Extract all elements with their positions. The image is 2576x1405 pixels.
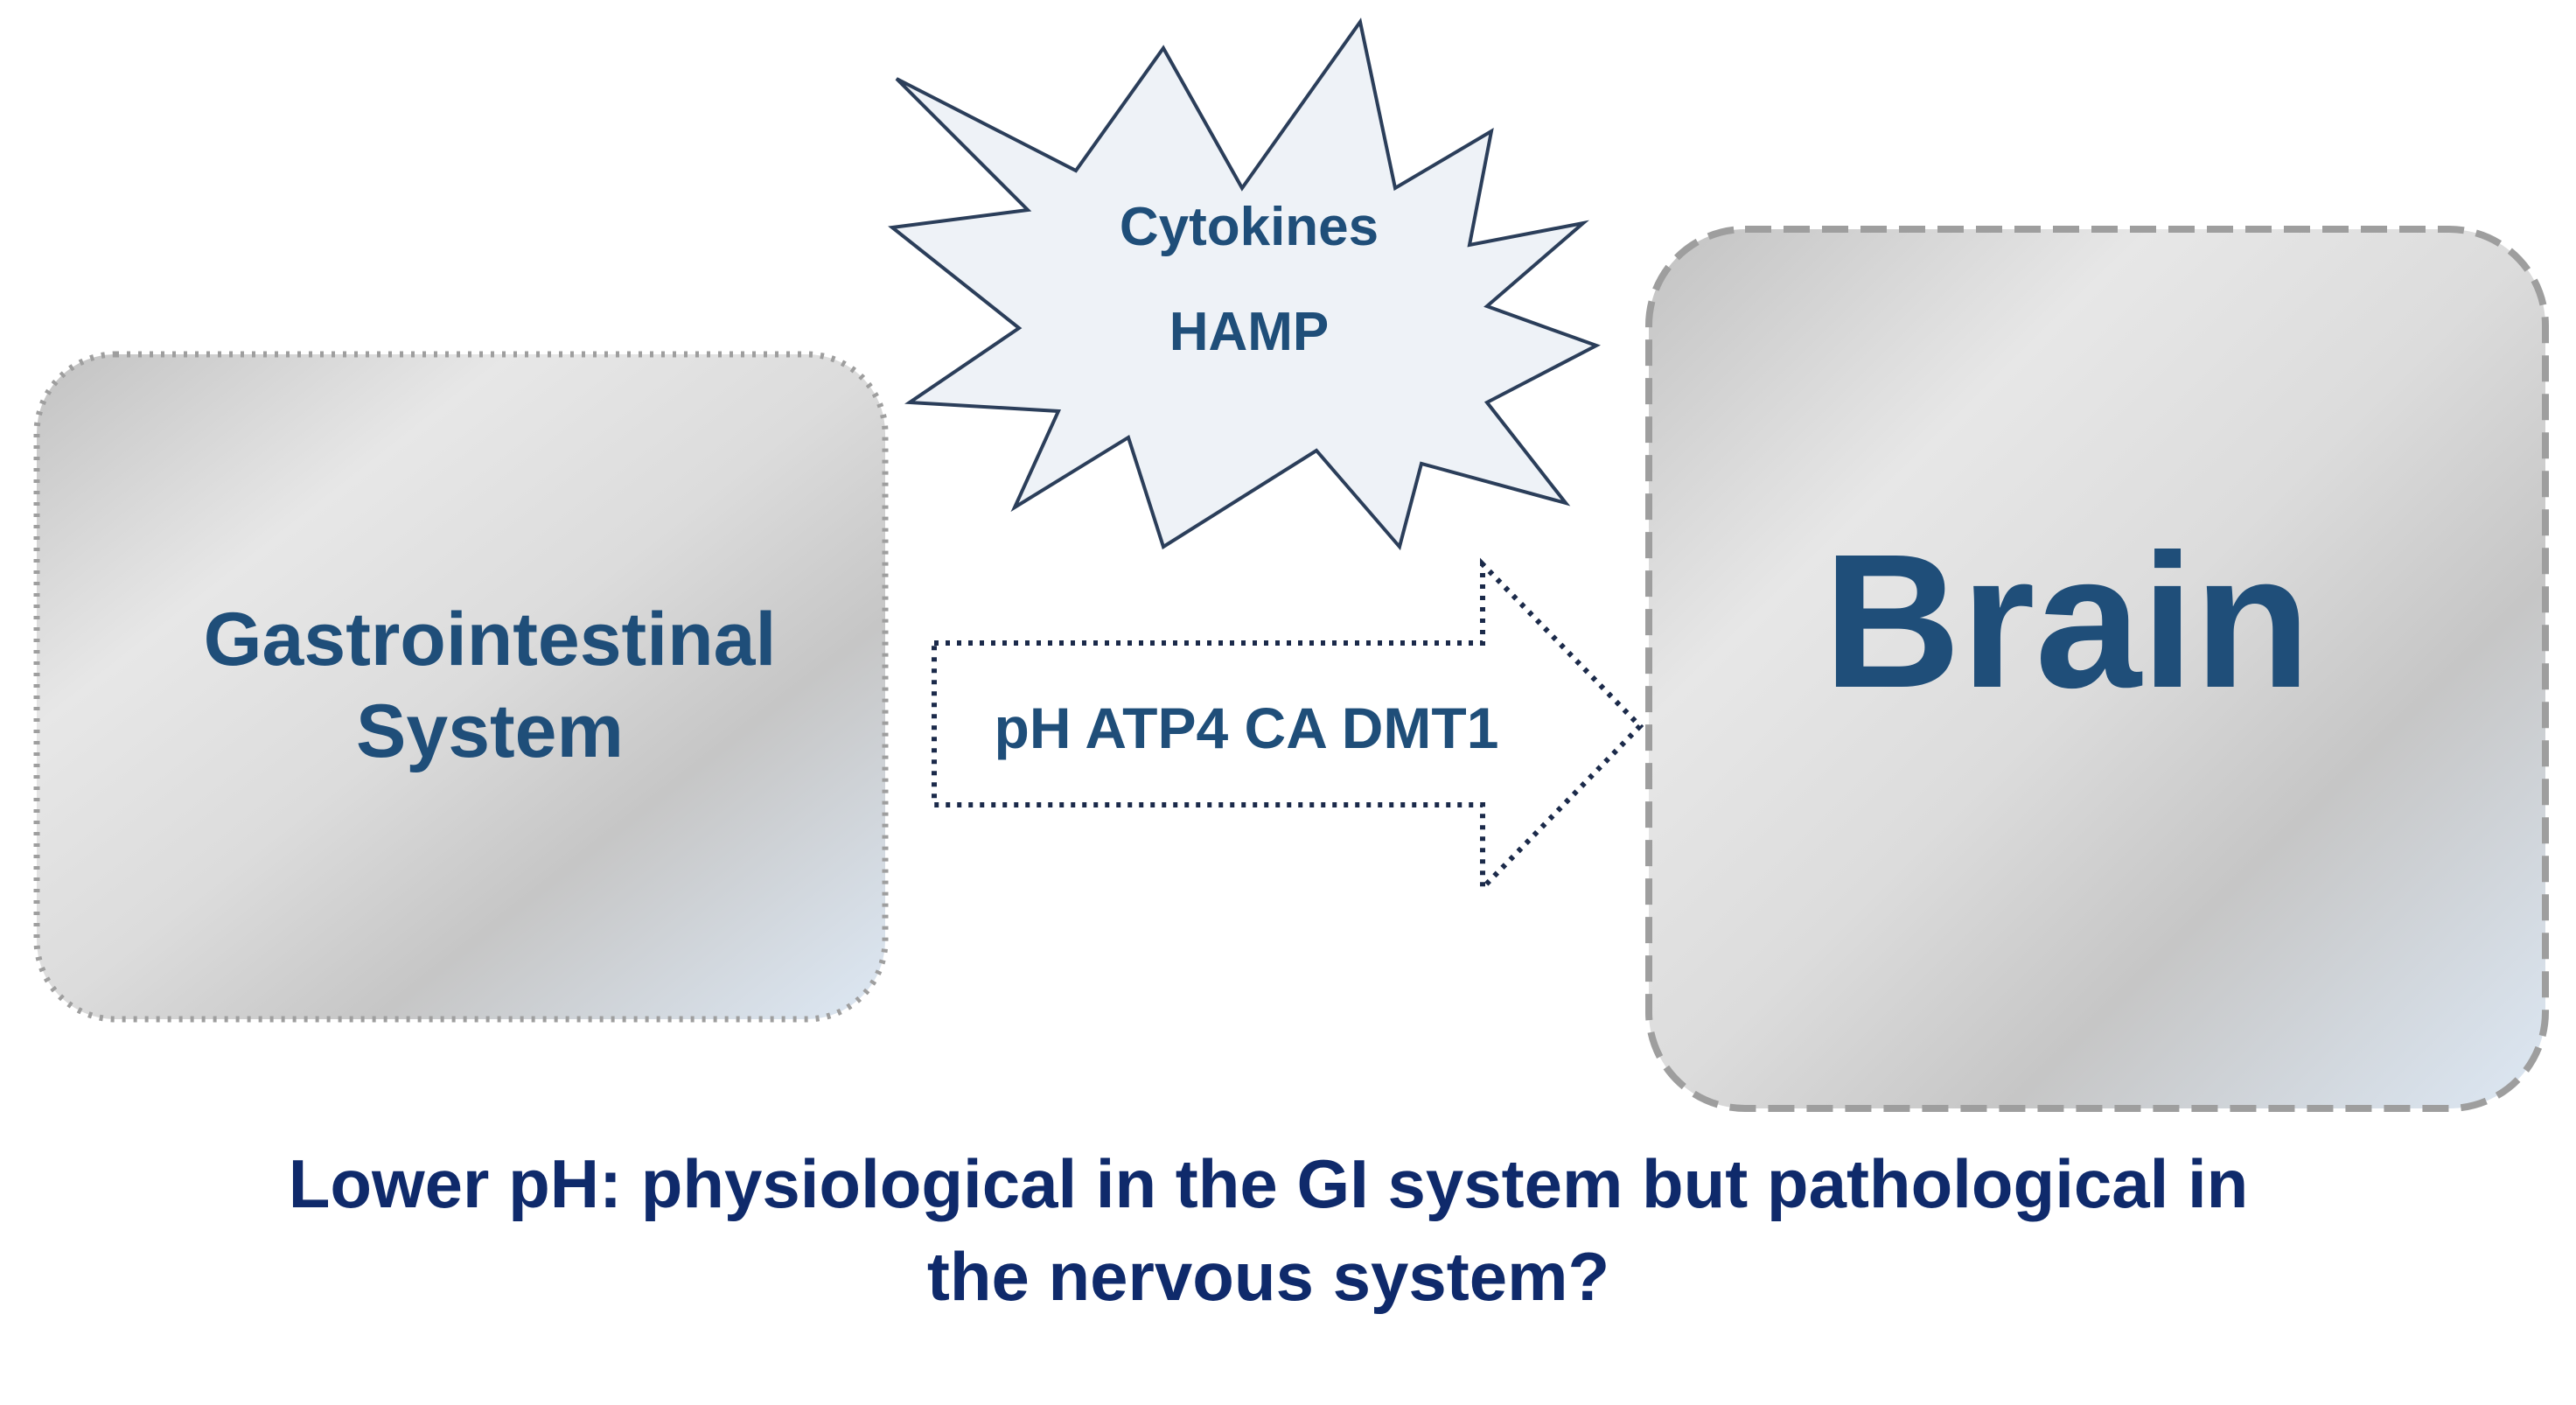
brain-box: Brain xyxy=(1645,226,2549,1112)
brain-label: Brain xyxy=(1823,515,2310,728)
burst-star-shape xyxy=(888,17,1601,551)
gi-system-label-line1: Gastrointestinal xyxy=(204,598,777,682)
gi-system-box-shape xyxy=(33,351,889,1023)
caption-line1: Lower pH: physiological in the GI system… xyxy=(288,1145,2249,1222)
flow-arrow: pH ATP4 CA DMT1 xyxy=(932,557,1644,895)
gi-system-label-line2: System xyxy=(356,689,624,773)
caption: Lower pH: physiological in the GI system… xyxy=(87,1137,2449,1323)
caption-line2: the nervous system? xyxy=(926,1238,1610,1315)
flow-arrow-label: pH ATP4 CA DMT1 xyxy=(995,696,1499,760)
flow-arrow-shape xyxy=(932,557,1644,895)
signal-burst: Cytokines HAMP xyxy=(888,17,1601,551)
burst-label-cytokines: Cytokines xyxy=(1120,197,1379,257)
gi-system-box: Gastrointestinal System xyxy=(33,351,889,1023)
brain-box-shape xyxy=(1645,226,2549,1112)
burst-label-hamp: HAMP xyxy=(1169,302,1330,362)
